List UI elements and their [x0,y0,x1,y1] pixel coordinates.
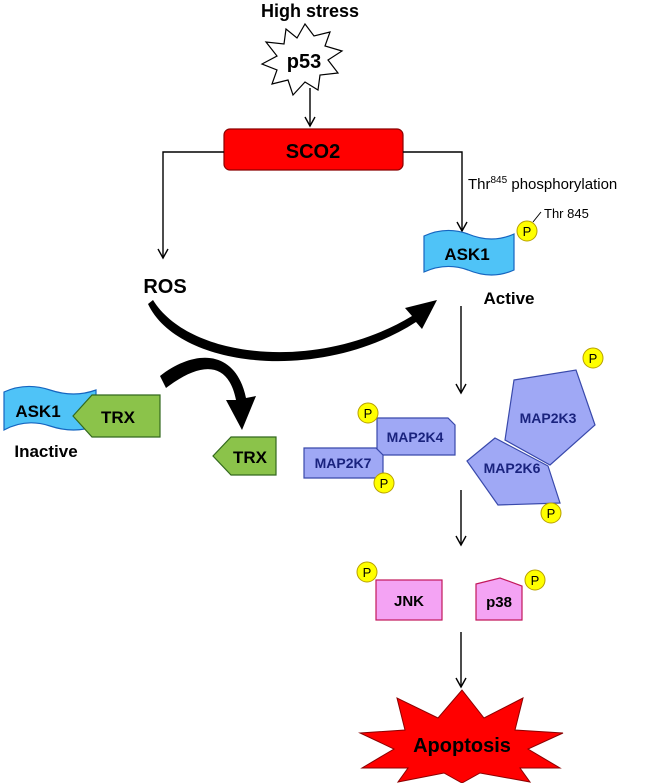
trx-free-label: TRX [233,448,268,467]
sco2-box [223,128,404,171]
ask1-inactive-label: ASK1 [15,402,60,421]
map2k3-shape [504,369,596,466]
map2k7-shape [303,447,384,479]
map2k6-label: MAP2K6 [484,460,541,476]
map2k3-label: MAP2K3 [520,410,577,426]
high-stress-label: High stress [261,1,359,21]
map2k4-phospho-circle [357,402,379,424]
p38-phospho-circle [524,569,546,591]
map2k4-phospho-label: P [364,406,373,421]
map2k6-phospho-label: P [547,506,556,521]
ask1-active-shape [423,229,515,276]
sco2-label: SCO2 [286,141,340,163]
apoptosis-label: Apoptosis [413,735,511,757]
thr845-leader [532,211,542,223]
trx-free-shape [212,436,277,476]
p53-starburst [260,22,344,97]
map2k7-phospho-label: P [380,476,389,491]
p53-label: p53 [287,51,321,73]
map2k6-shape [466,437,561,506]
trx-release-arrow [160,357,256,430]
apoptosis-starburst [358,689,564,783]
jnk-phospho-label: P [363,565,372,580]
trx-bound-shape [72,394,161,438]
ask1-active-label: ASK1 [444,245,489,264]
p38-label: p38 [486,594,512,611]
p38-shape [475,577,523,621]
ask1-inactive-state: Inactive [14,442,77,461]
map2k6-phospho-circle [540,502,562,524]
ask1-phospho-label: P [523,224,532,239]
thr845-label: Thr 845 [544,206,589,221]
map2k4-label: MAP2K4 [387,429,444,445]
ros-label: ROS [143,276,186,298]
map2k7-phospho-circle [373,472,395,494]
ros-activation-arrow [148,300,437,362]
ask1-phospho-circle [516,220,538,242]
map2k3-phospho-circle [582,347,604,369]
jnk-phospho-circle [356,561,378,583]
map2k7-label: MAP2K7 [315,455,372,471]
ask1-active-state: Active [483,289,534,308]
map2k3-phospho-label: P [589,351,598,366]
jnk-label: JNK [394,593,424,610]
jnk-shape [375,579,443,621]
phosphorylation-label: Thr845 phosphorylation [468,175,617,193]
arrow-sco2-ask1 [403,151,468,233]
trx-bound-label: TRX [101,408,136,427]
p38-phospho-label: P [531,573,540,588]
arrow-sco2-ros [157,151,224,260]
